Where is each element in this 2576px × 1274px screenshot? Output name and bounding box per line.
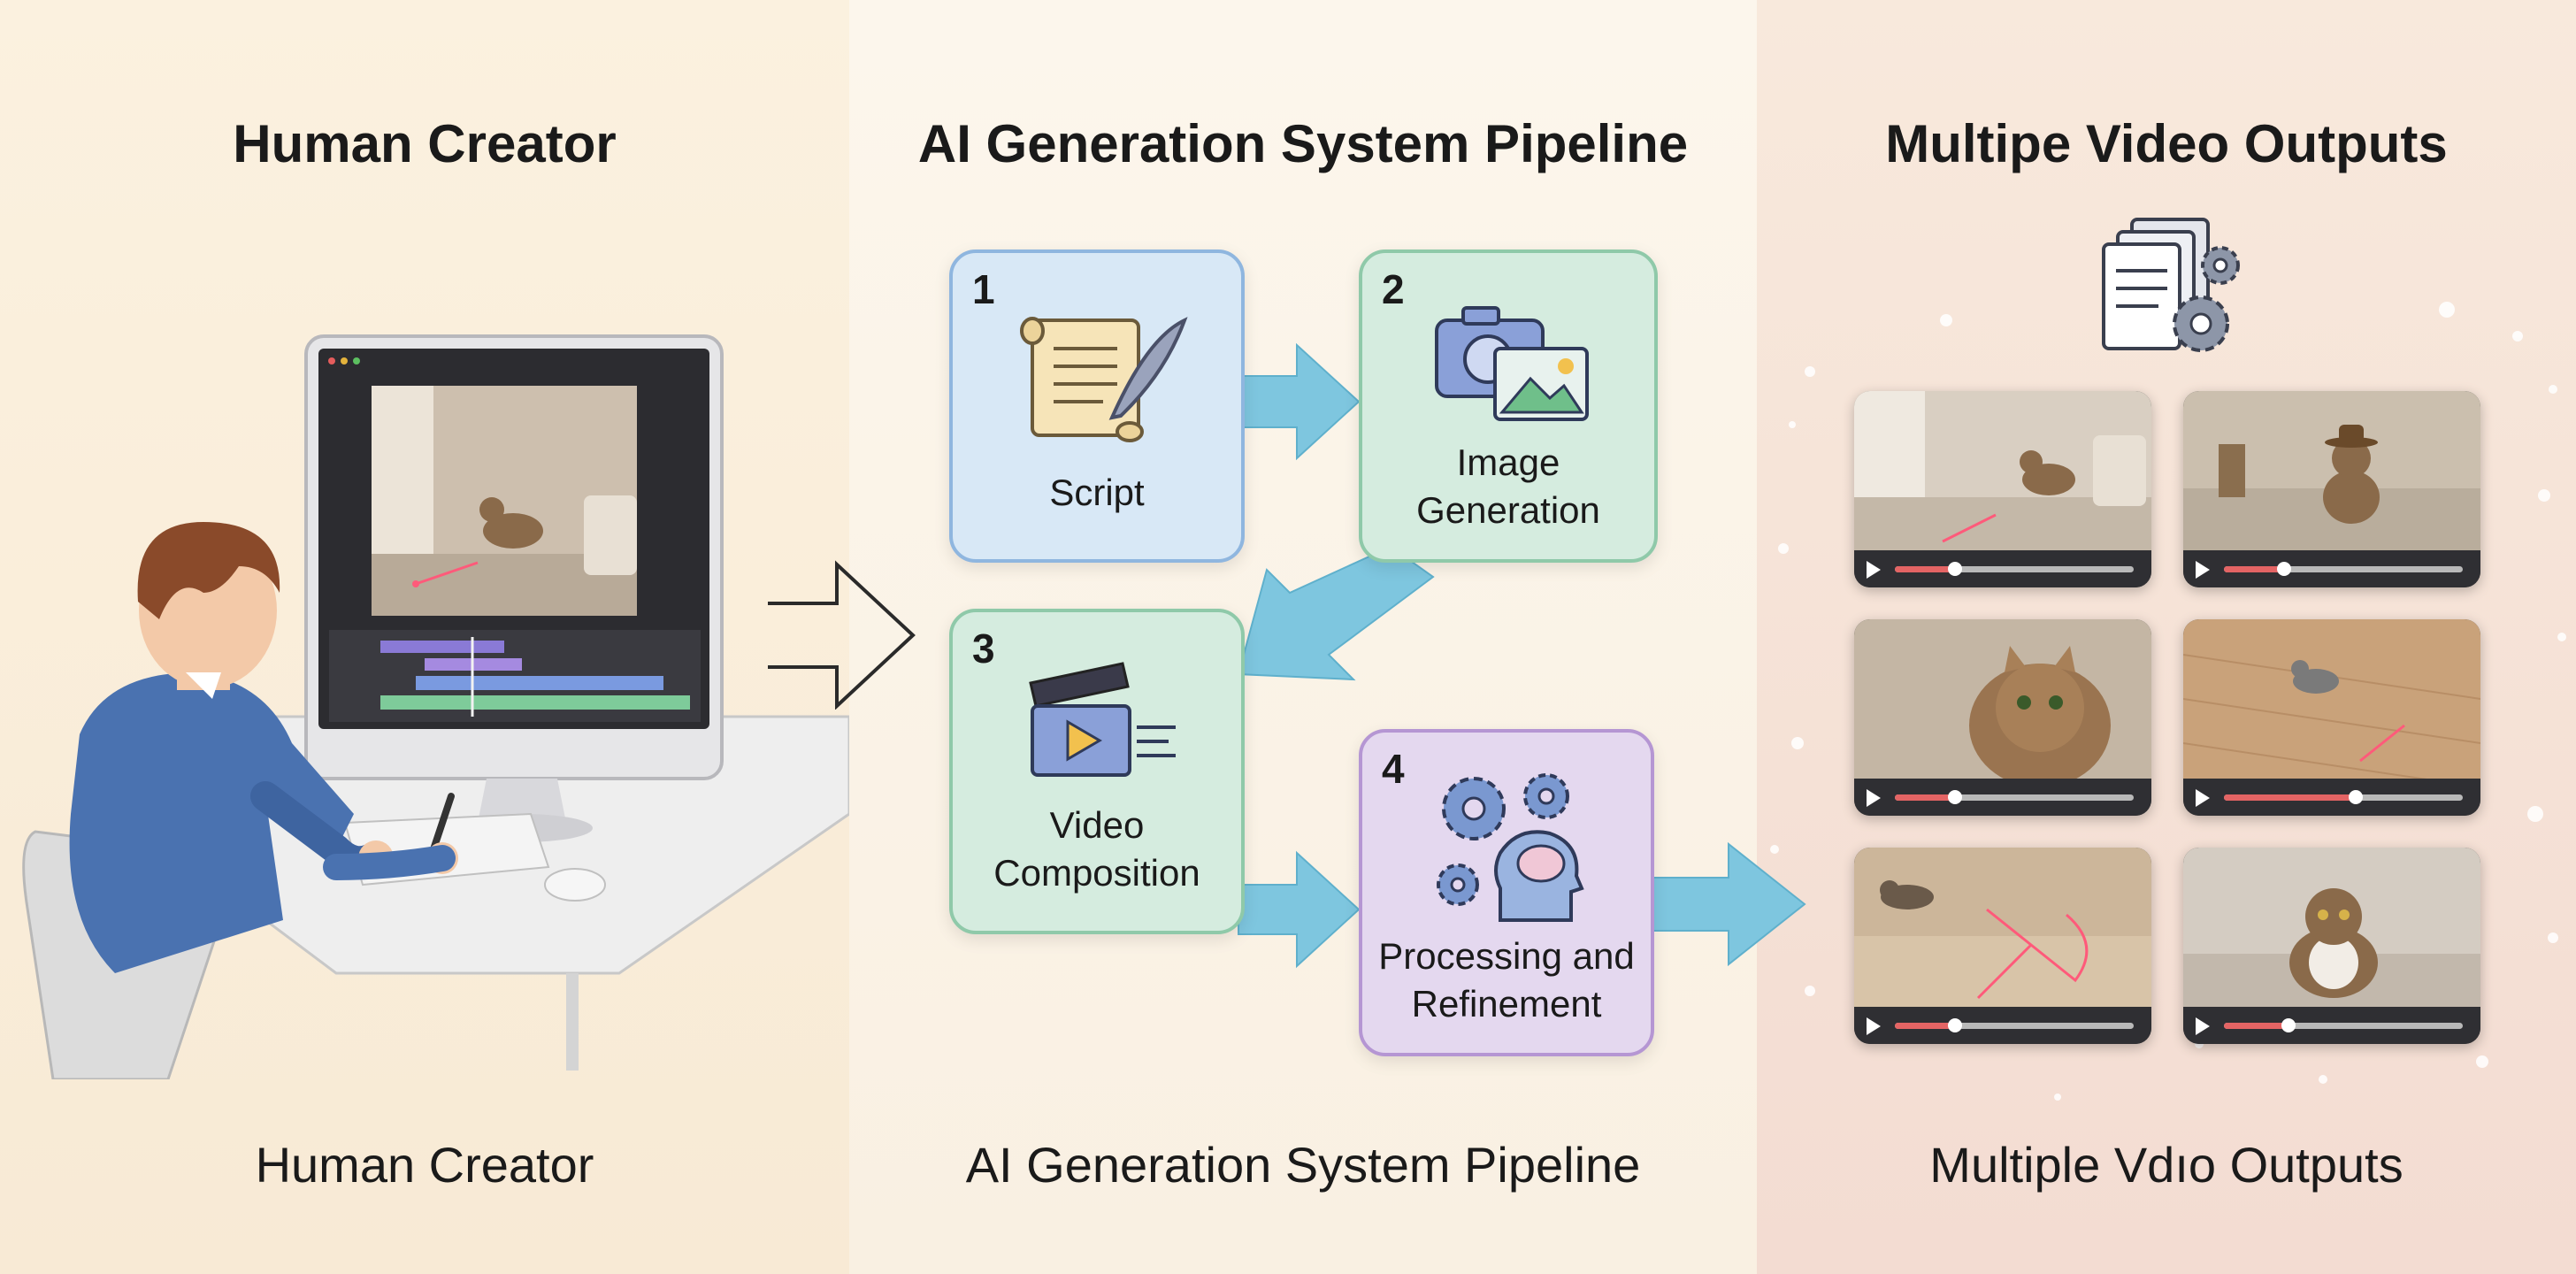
video-progress-fill xyxy=(2224,566,2284,572)
step-label: Script xyxy=(1049,472,1145,513)
arrow-script-to-image xyxy=(1238,342,1361,461)
person-body xyxy=(69,672,355,973)
play-icon[interactable] xyxy=(2196,561,2210,579)
desk-leg xyxy=(566,973,579,1071)
video-outputs-heading: Multipe Video Outputs xyxy=(1885,114,2448,173)
arrow-video-to-processing xyxy=(1238,850,1361,969)
video-progress-handle[interactable] xyxy=(1947,790,1962,804)
human-creator-heading: Human Creator xyxy=(233,114,617,173)
video-progress-handle[interactable] xyxy=(1947,562,1962,576)
play-icon[interactable] xyxy=(2196,1017,2210,1035)
play-icon[interactable] xyxy=(1867,561,1881,579)
arrow-image-to-video xyxy=(1237,545,1435,681)
human-creator-illustration xyxy=(22,334,849,1079)
pipeline-step-processing-refinement: 4 Processing and Refinement xyxy=(1359,729,1654,1056)
video-output-thumbnail[interactable] xyxy=(2183,619,2480,816)
video-progress-handle[interactable] xyxy=(2281,1018,2296,1032)
pipeline-footer: AI Generation System Pipeline xyxy=(965,1137,1641,1193)
video-scene-cat-with-hat xyxy=(2183,391,2480,550)
step-number: 4 xyxy=(1382,746,1405,792)
video-scene-cat-on-wood-floor xyxy=(2183,619,2480,779)
video-scene-cat-leaping-laser xyxy=(1854,848,2151,1007)
sparkle-decoration xyxy=(1770,302,2566,1101)
clapperboard-icon xyxy=(1029,662,1176,777)
pipeline-step-video-composition: 3 Video Composition xyxy=(949,609,1245,934)
video-progress-track[interactable] xyxy=(1895,1018,2134,1032)
video-progress-handle[interactable] xyxy=(2276,562,2291,576)
video-progress-handle[interactable] xyxy=(1947,1018,1962,1032)
video-progress-fill xyxy=(1895,566,1955,572)
step-label: Processing and Refinement xyxy=(1378,935,1635,1025)
script-scroll-icon xyxy=(1020,317,1188,442)
play-icon[interactable] xyxy=(1867,789,1881,807)
mouse xyxy=(544,868,606,902)
pipeline-step-script: 1 Script xyxy=(949,249,1245,563)
video-progress-track[interactable] xyxy=(1895,562,2134,576)
video-progress-track[interactable] xyxy=(2224,562,2463,576)
video-progress-track[interactable] xyxy=(2224,790,2463,804)
pipeline-step-image-generation: 2 Image Generation xyxy=(1359,249,1658,563)
video-scene-cat-closeup xyxy=(1854,619,2151,779)
stylus xyxy=(430,793,455,853)
creator-to-pipeline-arrow-icon xyxy=(768,560,916,710)
person-hair xyxy=(137,522,280,619)
video-output-thumbnail[interactable] xyxy=(2183,391,2480,587)
play-icon[interactable] xyxy=(1867,1017,1881,1035)
step-number: 3 xyxy=(972,625,995,672)
video-progress-fill xyxy=(2224,1023,2288,1029)
step-number: 1 xyxy=(972,266,995,312)
video-progress-track[interactable] xyxy=(2224,1018,2463,1032)
video-output-thumbnail[interactable] xyxy=(1854,848,2151,1044)
video-outputs-footer: Multiple Vdıo Outputs xyxy=(1929,1137,2404,1193)
video-output-thumbnail[interactable] xyxy=(1854,619,2151,816)
video-scene-cat-sitting xyxy=(2183,848,2480,1007)
human-creator-footer: Human Creator xyxy=(255,1137,594,1193)
video-scene-cat-chasing-laser xyxy=(1854,391,2151,550)
play-icon[interactable] xyxy=(2196,789,2210,807)
step-number: 2 xyxy=(1382,266,1405,312)
pipeline-arrows xyxy=(1237,342,1806,969)
pipeline-heading: AI Generation System Pipeline xyxy=(917,114,1689,173)
video-progress-handle[interactable] xyxy=(2348,790,2363,804)
arrow-processing-to-outputs xyxy=(1650,841,1806,967)
video-progress-track[interactable] xyxy=(1895,790,2134,804)
step-label: Video Composition xyxy=(993,804,1200,894)
gears-brain-icon xyxy=(1437,773,1584,922)
video-progress-fill xyxy=(2224,794,2356,801)
video-progress-fill xyxy=(1895,1023,1955,1029)
documents-gear-icon xyxy=(2102,218,2240,352)
step-label: Image Generation xyxy=(1416,441,1600,531)
video-output-thumbnail[interactable] xyxy=(2183,848,2480,1044)
video-progress-fill xyxy=(1895,794,1955,801)
camera-image-icon xyxy=(1435,306,1589,421)
video-output-thumbnail[interactable] xyxy=(1854,391,2151,587)
